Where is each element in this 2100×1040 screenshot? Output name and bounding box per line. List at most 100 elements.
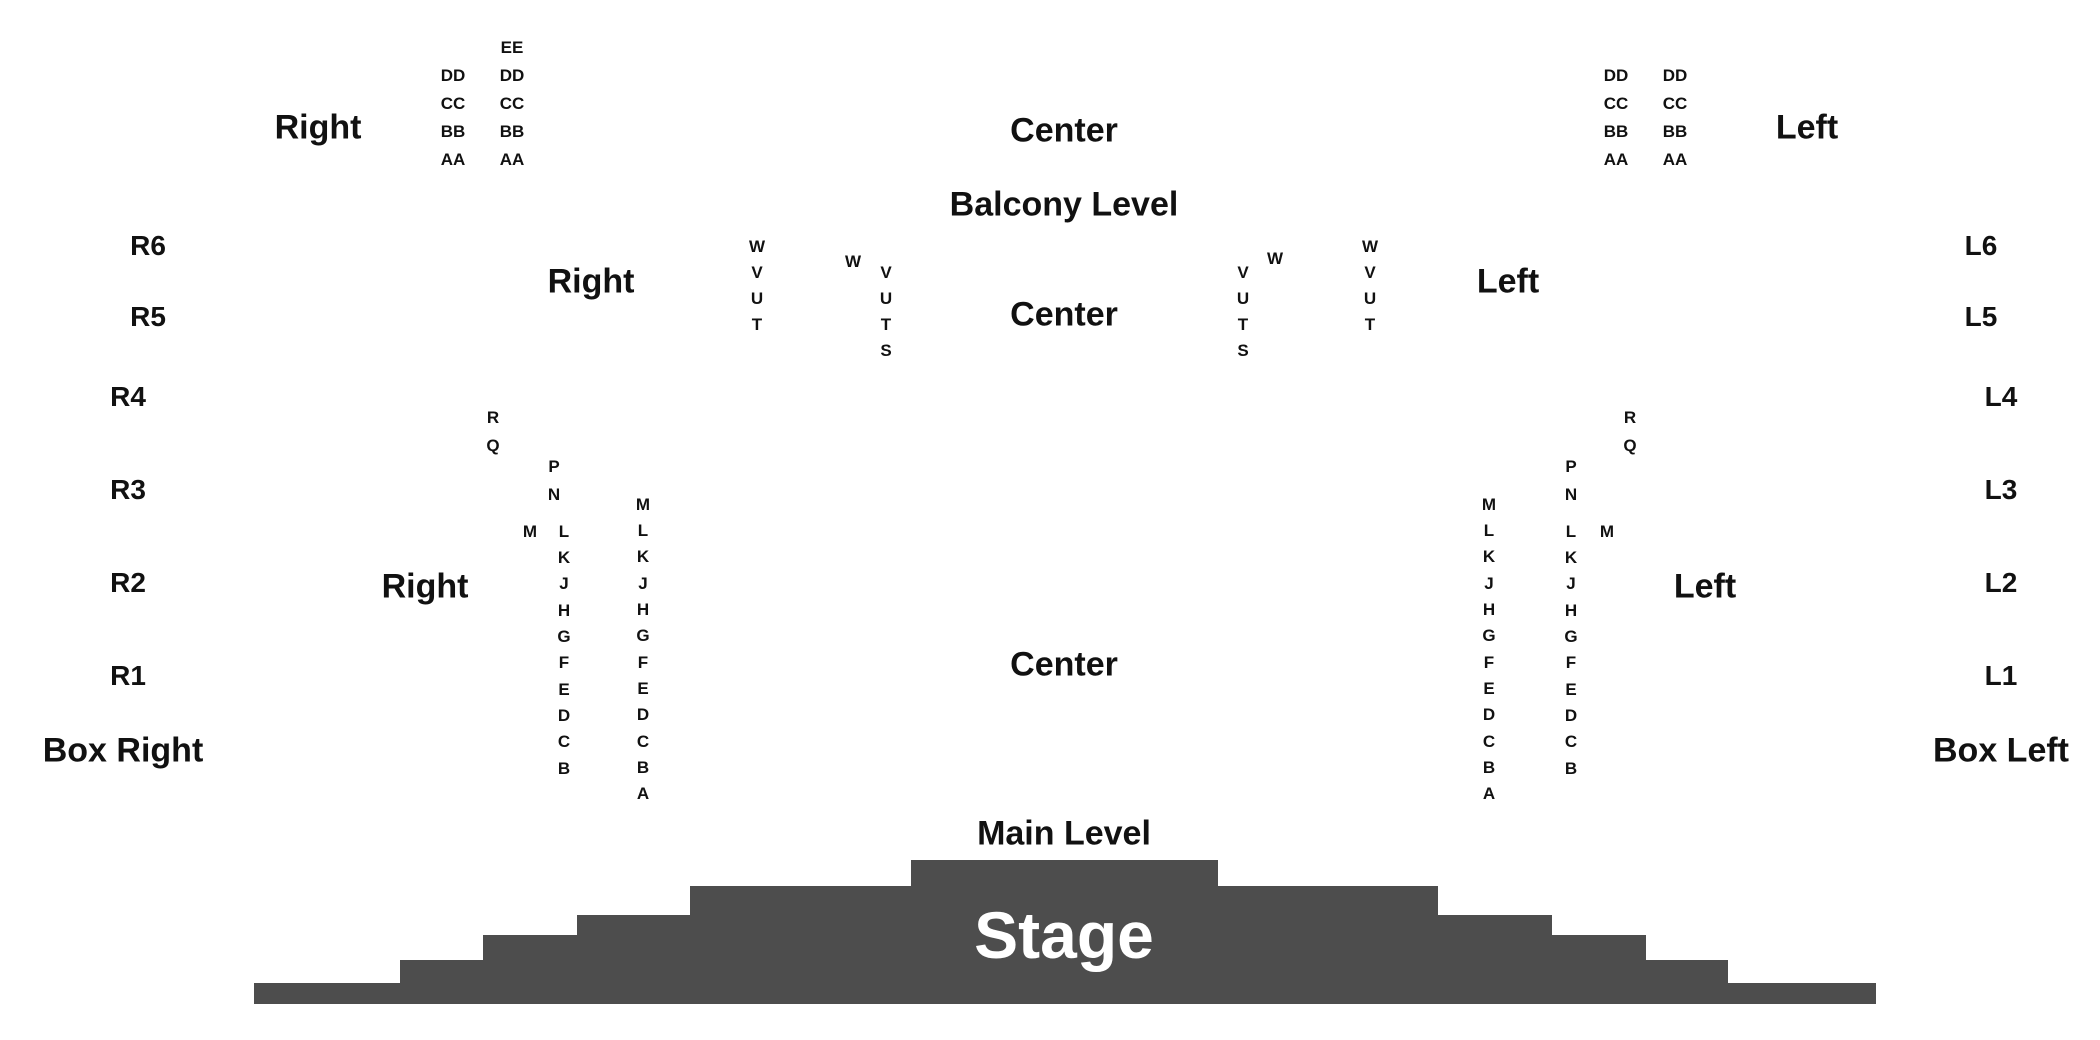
seat-row-label: V: [880, 263, 892, 282]
seat-row-label: C: [1564, 732, 1578, 752]
seat-row-label: AA: [440, 150, 466, 169]
main-right-m-row: M: [522, 522, 538, 541]
seat-row-label: Q: [1623, 436, 1637, 455]
upper-right-inner-top-row: W: [844, 252, 862, 271]
seat-row-label: J: [1484, 573, 1494, 593]
seat-row-label: D: [1564, 705, 1578, 725]
upper-right-label: Right: [547, 262, 635, 301]
upper-center-label: Center: [1010, 295, 1118, 334]
seat-row-label: U: [879, 289, 893, 308]
seat-row-label: S: [880, 341, 892, 360]
seat-row-label: DD: [1662, 66, 1688, 85]
seat-row-label: U: [750, 289, 764, 308]
seat-row-label: T: [880, 315, 892, 334]
balcony-right-label: Right: [274, 108, 362, 147]
seat-row-label: A: [636, 784, 650, 804]
box-l4-label: L4: [1984, 381, 2018, 412]
seat-row-label: L: [1483, 521, 1495, 541]
seat-row-label: F: [1565, 653, 1577, 673]
seat-row-label: F: [558, 653, 570, 673]
seat-row-label: E: [1565, 679, 1577, 699]
seat-row-label: B: [1482, 757, 1496, 777]
seat-row-label: D: [636, 705, 650, 725]
seat-row-label: J: [1566, 574, 1576, 594]
seat-row-label: V: [1364, 263, 1376, 282]
seat-row-label: G: [1482, 626, 1496, 646]
seat-row-label: CC: [499, 94, 525, 113]
seat-row-label: C: [1482, 731, 1496, 751]
seat-row-label: G: [557, 627, 571, 647]
seat-row-label: CC: [1603, 94, 1629, 113]
seat-row-label: P: [1565, 457, 1577, 476]
box-r6-label: R6: [130, 230, 166, 261]
seat-row-label: E: [558, 679, 570, 699]
seat-row-label: G: [636, 626, 650, 646]
box-r5-label: R5: [130, 301, 166, 332]
seat-row-label: J: [559, 574, 569, 594]
seat-row-label: M: [1481, 494, 1497, 514]
seat-row-label: L: [637, 521, 649, 541]
seat-row-label: U: [1363, 289, 1377, 308]
seat-row-label: T: [1237, 315, 1249, 334]
seat-row-label: W: [1361, 237, 1379, 256]
upper-left-label: Left: [1476, 262, 1540, 301]
box-r3-label: R3: [110, 474, 146, 505]
seat-row-label: M: [635, 494, 651, 514]
seat-row-label: E: [1483, 678, 1495, 698]
seat-row-label: DD: [440, 66, 466, 85]
seat-row-label: K: [1564, 548, 1578, 568]
stage-polygon: [254, 860, 1876, 1004]
box-right-label: Box Right: [42, 731, 204, 770]
balcony-level-label: Balcony Level: [949, 185, 1179, 224]
seat-row-label: BB: [499, 122, 525, 141]
seat-row-label: CC: [440, 94, 466, 113]
seat-row-label: U: [1236, 289, 1250, 308]
seat-row-label: AA: [1662, 150, 1688, 169]
seat-row-label: L: [558, 521, 570, 541]
seat-row-label: DD: [1603, 66, 1629, 85]
box-l2-label: L2: [1984, 567, 2018, 598]
seat-row-label: N: [1564, 485, 1578, 504]
seat-row-label: K: [1482, 547, 1496, 567]
seat-row-label: F: [637, 652, 649, 672]
main-right-label: Right: [381, 567, 469, 606]
seat-row-label: K: [557, 548, 571, 568]
seat-row-label: L: [1565, 521, 1577, 541]
seat-row-label: B: [1564, 758, 1578, 778]
box-l3-label: L3: [1984, 474, 2018, 505]
main-level-label: Main Level: [977, 814, 1151, 853]
seat-row-label: V: [1237, 263, 1249, 282]
box-r1-label: R1: [110, 660, 146, 691]
main-left-label: Left: [1673, 567, 1737, 606]
seat-row-label: BB: [1662, 122, 1688, 141]
seat-row-label: T: [751, 315, 763, 334]
seat-row-label: D: [557, 705, 571, 725]
box-l1-label: L1: [1984, 660, 2018, 691]
seat-row-label: AA: [499, 150, 525, 169]
seat-row-label: H: [557, 600, 571, 620]
box-left-label: Box Left: [1933, 731, 2069, 770]
seat-row-label: T: [1364, 315, 1376, 334]
seat-row-label: W: [748, 237, 766, 256]
seat-row-label: E: [637, 678, 649, 698]
seat-row-label: B: [557, 758, 571, 778]
seat-row-label: R: [1623, 408, 1637, 427]
seat-row-label: DD: [499, 66, 525, 85]
seat-row-label: S: [1237, 341, 1249, 360]
stage-label: Stage: [974, 898, 1154, 972]
